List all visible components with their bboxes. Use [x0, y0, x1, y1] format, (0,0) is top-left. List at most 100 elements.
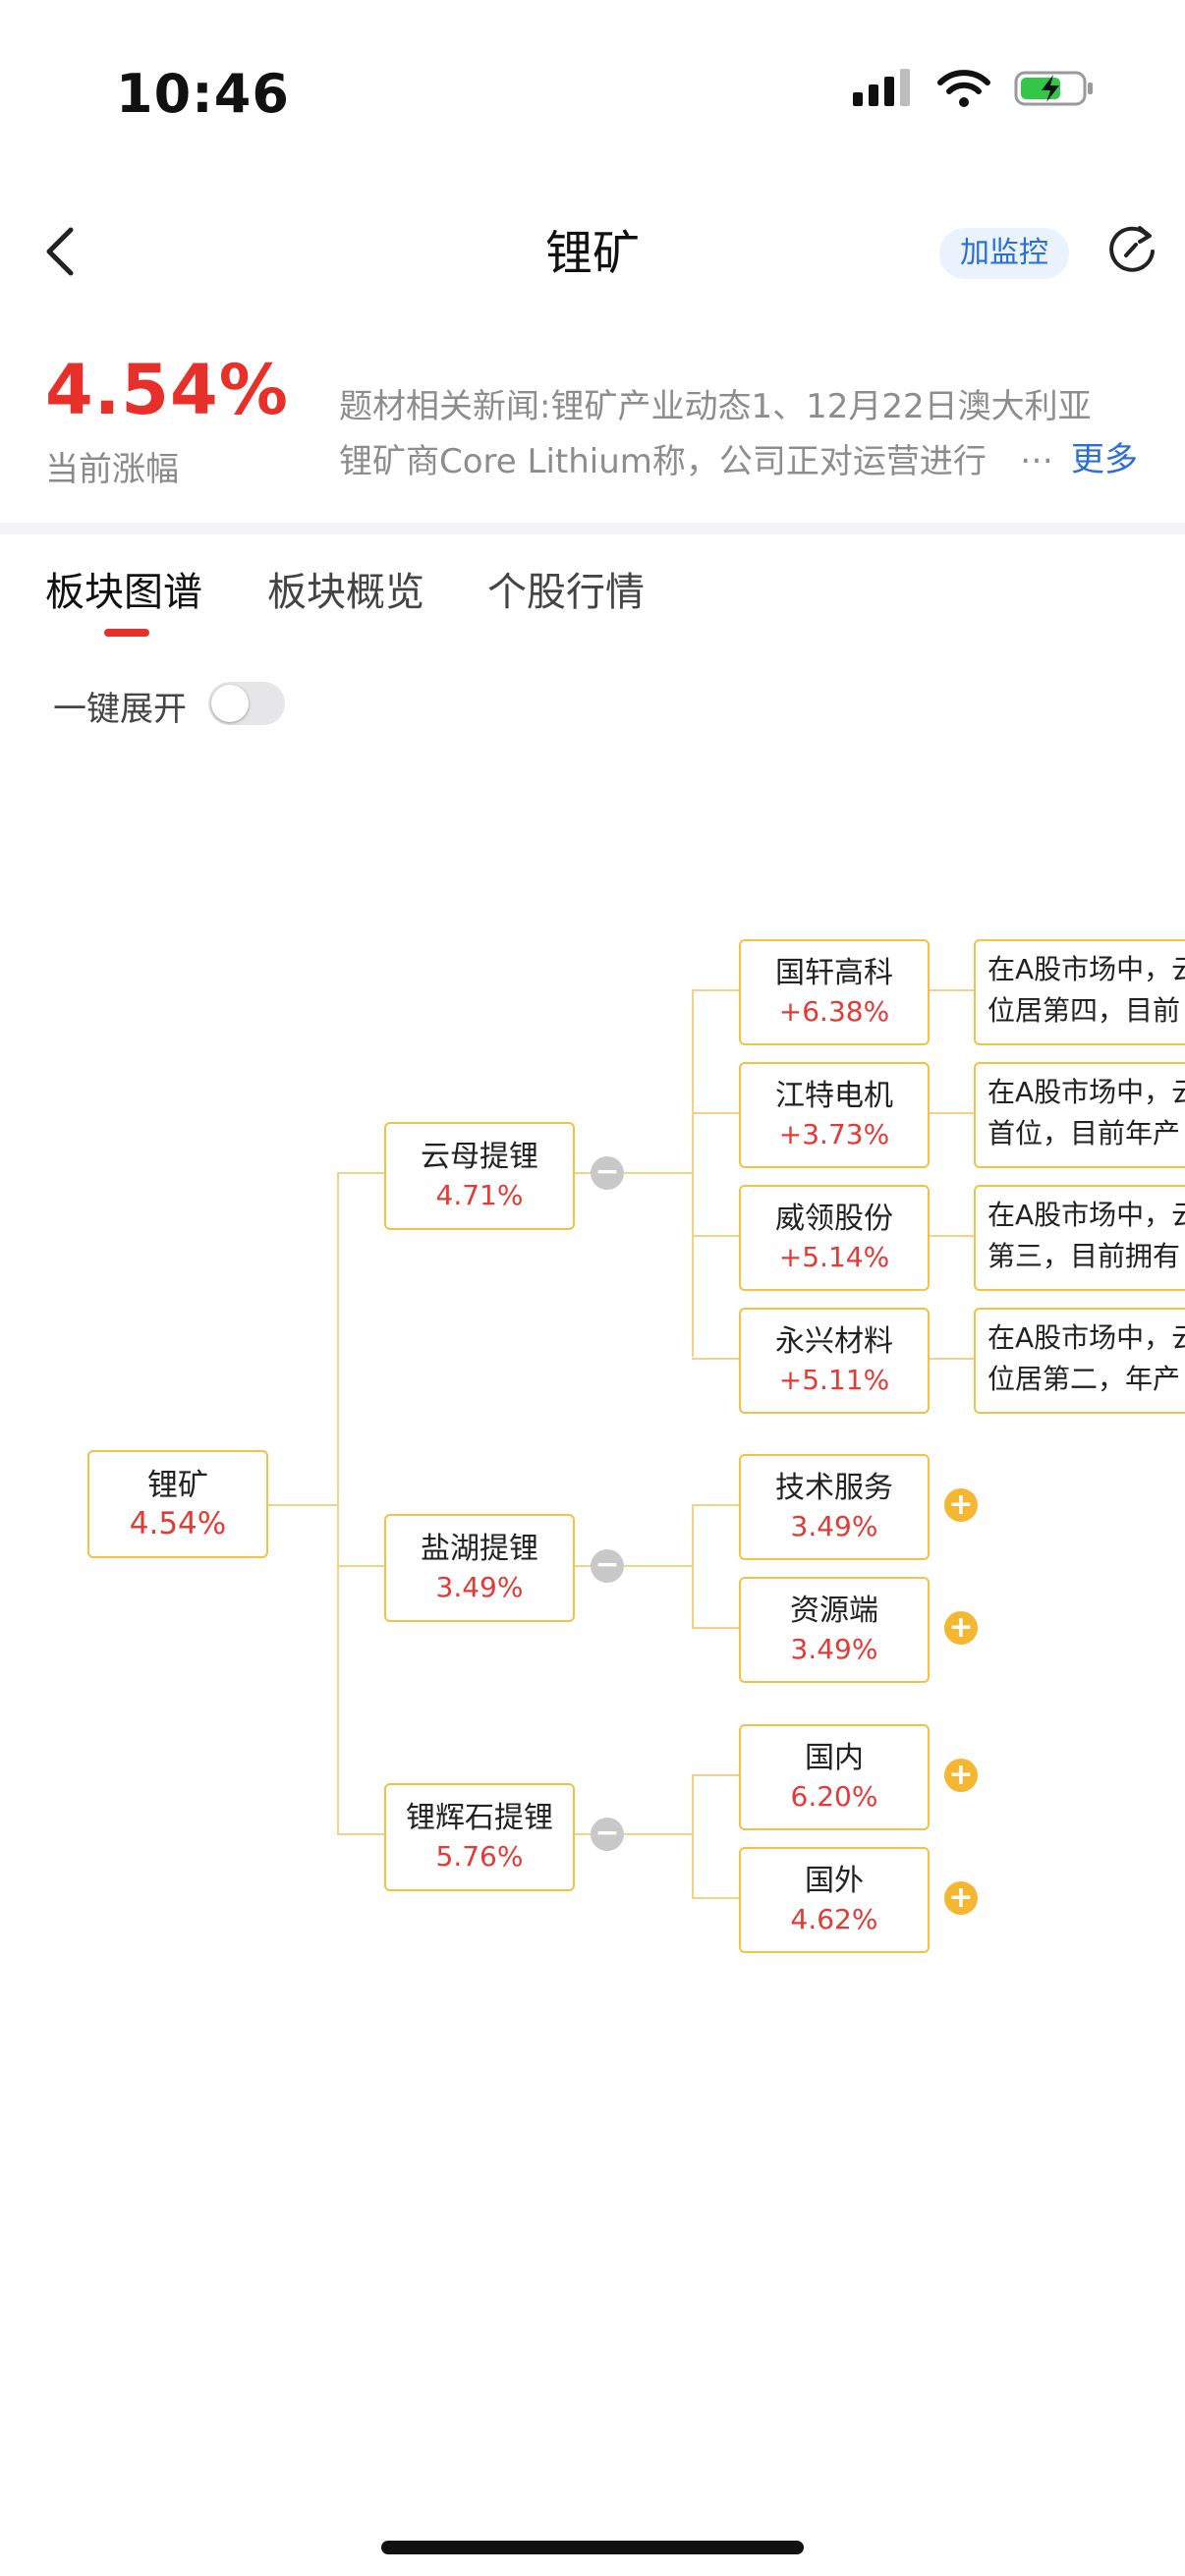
subsector-node[interactable]: 资源端 3.49% [739, 1577, 930, 1683]
expand-button[interactable]: + [944, 1759, 978, 1792]
connector [692, 1504, 739, 1506]
connector [624, 1833, 693, 1835]
toggle-knob [211, 685, 249, 722]
refresh-icon [1109, 226, 1155, 272]
connector [928, 1112, 975, 1114]
home-indicator[interactable] [381, 2541, 804, 2554]
description-line: 在A股市场中，云 [988, 1076, 1185, 1108]
tree-branch-node[interactable]: 盐湖提锂 3.49% [384, 1514, 575, 1622]
node-percent: 3.49% [435, 1571, 524, 1603]
connector [337, 1833, 386, 1835]
connector [692, 1358, 739, 1360]
connector [624, 1172, 693, 1174]
node-name: 国轩高科 [775, 956, 893, 990]
change-percent: 4.54% [45, 350, 289, 430]
news-ellipsis: … [1020, 432, 1053, 472]
node-name: 锂矿 [147, 1468, 208, 1503]
expand-button[interactable]: + [944, 1881, 978, 1915]
active-tab-indicator [104, 629, 149, 637]
tab-sector-map[interactable]: 板块图谱 [45, 570, 202, 615]
section-divider [0, 523, 1185, 534]
stock-node[interactable]: 江特电机 +3.73% [739, 1062, 930, 1168]
connector [267, 1504, 338, 1506]
connector [624, 1565, 693, 1567]
connector [692, 1627, 739, 1629]
subsector-node[interactable]: 技术服务 3.49% [739, 1454, 930, 1560]
news-text-line-2[interactable]: 锂矿商Core Lithium称，公司正对运营进行 [339, 442, 987, 481]
stock-description[interactable]: 在A股市场中，云 第三，目前拥有 [974, 1185, 1185, 1291]
connector [928, 1235, 975, 1237]
tree-root-node[interactable]: 锂矿 4.54% [87, 1450, 268, 1558]
connector [575, 1172, 594, 1174]
tree-branch-node[interactable]: 锂辉石提锂 5.76% [384, 1783, 575, 1891]
collapse-button[interactable]: − [591, 1549, 624, 1583]
description-line: 在A股市场中，云 [988, 1199, 1185, 1231]
stock-node[interactable]: 永兴材料 +5.11% [739, 1308, 930, 1414]
node-percent: +6.38% [778, 995, 890, 1028]
change-caption: 当前涨幅 [45, 450, 179, 489]
stock-description[interactable]: 在A股市场中，云 位居第二，年产 [974, 1308, 1185, 1414]
expand-all-toggle[interactable] [208, 682, 285, 725]
stock-description[interactable]: 在A股市场中，云 首位，目前年产 [974, 1062, 1185, 1168]
node-percent: 3.49% [790, 1633, 878, 1665]
connector [928, 1358, 975, 1360]
node-percent: 4.62% [790, 1903, 878, 1935]
node-percent: 4.54% [129, 1506, 227, 1541]
back-button[interactable] [37, 216, 86, 285]
connector [337, 1172, 386, 1174]
expand-button[interactable]: + [944, 1488, 978, 1522]
news-text-line-1[interactable]: 题材相关新闻:锂矿产业动态1、12月22日澳大利亚 [339, 387, 1092, 426]
node-name: 国内 [805, 1741, 864, 1775]
node-name: 国外 [805, 1864, 864, 1898]
node-name: 威领股份 [775, 1202, 893, 1236]
description-line: 在A股市场中，云 [988, 1321, 1185, 1354]
refresh-button[interactable] [1104, 222, 1159, 277]
node-name: 资源端 [790, 1594, 878, 1628]
collapse-button[interactable]: − [591, 1818, 624, 1851]
connector [337, 1565, 386, 1567]
more-link[interactable]: 更多 [1071, 440, 1138, 479]
connector [692, 1774, 694, 1898]
expand-all-label: 一键展开 [53, 690, 187, 729]
connector [928, 989, 975, 991]
tab-stock-quotes[interactable]: 个股行情 [487, 570, 645, 615]
collapse-button[interactable]: − [591, 1156, 624, 1190]
status-icons [851, 69, 1095, 108]
node-percent: +3.73% [778, 1118, 890, 1150]
node-name: 锂辉石提锂 [406, 1801, 553, 1835]
connector [692, 1112, 739, 1114]
node-percent: +5.14% [778, 1241, 890, 1273]
page-title: 锂矿 [544, 226, 640, 281]
connector [337, 1172, 339, 1834]
connector [575, 1565, 594, 1567]
tree-branch-node[interactable]: 云母提锂 4.71% [384, 1122, 575, 1230]
battery-charging-icon [1014, 71, 1093, 106]
add-monitor-button[interactable]: 加监控 [939, 228, 1069, 279]
status-time: 10:46 [116, 63, 290, 125]
tab-sector-overview[interactable]: 板块概览 [267, 570, 424, 615]
chevron-left-icon [46, 227, 74, 276]
expand-button[interactable]: + [944, 1611, 978, 1645]
subsector-node[interactable]: 国内 6.20% [739, 1724, 930, 1830]
connector [692, 1774, 739, 1776]
node-name: 云母提锂 [421, 1140, 538, 1174]
wifi-icon [937, 70, 990, 107]
stock-node[interactable]: 威领股份 +5.14% [739, 1185, 930, 1291]
subsector-node[interactable]: 国外 4.62% [739, 1847, 930, 1953]
connector [692, 1235, 739, 1237]
node-percent: 6.20% [790, 1780, 878, 1813]
cellular-signal-icon [853, 69, 910, 106]
description-line: 在A股市场中，云 [988, 953, 1185, 985]
description-line: 位居第二，年产 [988, 1363, 1181, 1395]
node-percent: +5.11% [778, 1364, 890, 1396]
node-name: 永兴材料 [775, 1324, 893, 1359]
node-percent: 5.76% [435, 1840, 524, 1873]
stock-node[interactable]: 国轩高科 +6.38% [739, 939, 930, 1045]
connector [575, 1833, 594, 1835]
stock-description[interactable]: 在A股市场中，云 位居第四，目前 [974, 939, 1185, 1045]
node-percent: 4.71% [435, 1179, 524, 1211]
connector [692, 989, 694, 1357]
node-percent: 3.49% [790, 1510, 878, 1542]
connector [692, 1897, 739, 1899]
node-name: 技术服务 [775, 1471, 893, 1505]
